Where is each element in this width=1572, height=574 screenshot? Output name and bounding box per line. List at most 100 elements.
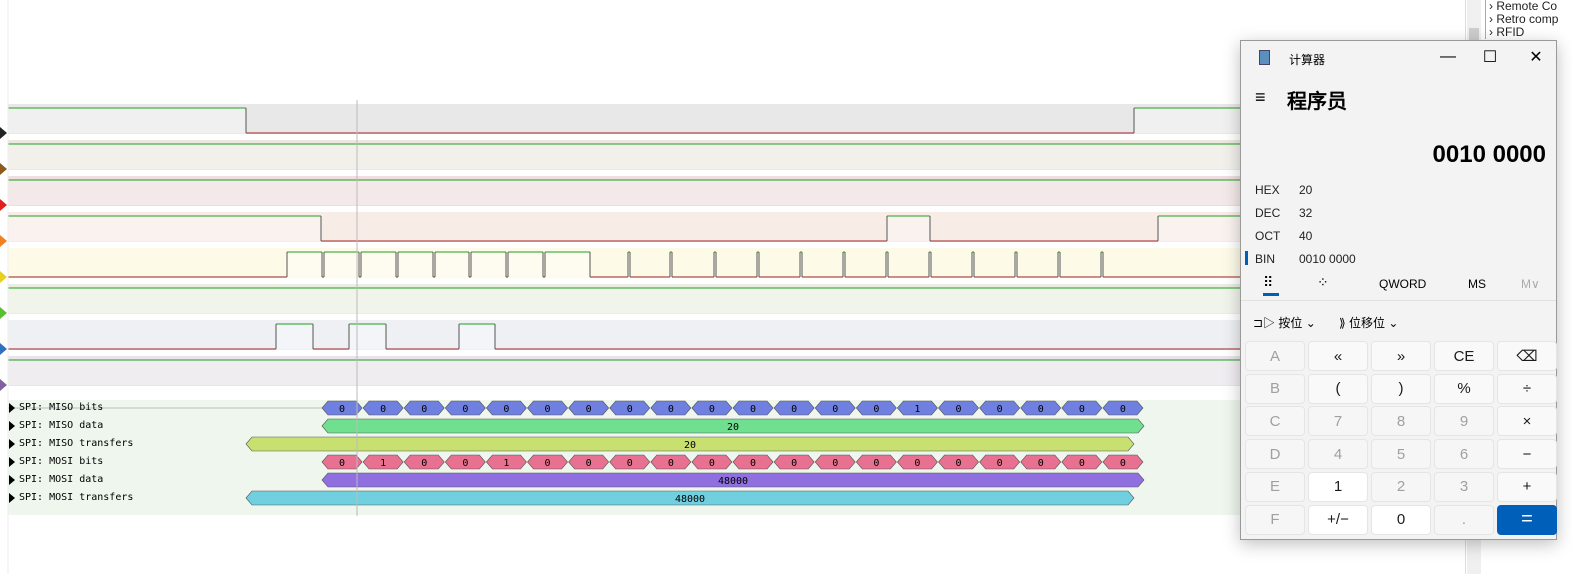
- key-button[interactable]: 0: [1371, 504, 1431, 535]
- protocol-row-label[interactable]: SPI: MISO transfers: [9, 435, 133, 453]
- expand-icon[interactable]: [9, 403, 15, 413]
- selected-radix-indicator: [1245, 251, 1248, 265]
- protocol-frame: [321, 400, 363, 416]
- memory-list-button[interactable]: M∨: [1521, 277, 1540, 291]
- protocol-frame: [403, 454, 445, 470]
- key-button[interactable]: ÷: [1497, 373, 1557, 404]
- close-button[interactable]: ✕: [1529, 49, 1543, 66]
- key-button[interactable]: 4: [1308, 439, 1368, 470]
- frame-value: 0: [750, 458, 756, 469]
- key-button[interactable]: ×: [1497, 406, 1557, 437]
- key-button[interactable]: %: [1434, 373, 1494, 404]
- bit-toggle-keypad-icon[interactable]: ⁘: [1317, 274, 1329, 290]
- key-button[interactable]: 1: [1308, 471, 1368, 502]
- tree-item[interactable]: › Remote Co: [1485, 0, 1557, 13]
- protocol-row-label[interactable]: SPI: MISO bits: [9, 399, 103, 417]
- frame-value: 20: [727, 422, 739, 433]
- radix-oct[interactable]: OCT: [1255, 229, 1281, 243]
- channel-band: [8, 284, 1240, 314]
- key-button[interactable]: E: [1245, 471, 1305, 502]
- key-button[interactable]: (: [1308, 373, 1368, 404]
- frame-value: 0: [791, 404, 797, 415]
- protocol-frame: [1102, 400, 1144, 416]
- protocol-row-label[interactable]: SPI: MOSI bits: [9, 453, 103, 471]
- expand-icon[interactable]: [9, 457, 15, 467]
- key-button[interactable]: 8: [1371, 406, 1431, 437]
- protocol-frame: [979, 454, 1021, 470]
- key-button[interactable]: 2: [1371, 471, 1431, 502]
- protocol-frame: [609, 400, 651, 416]
- expand-icon[interactable]: [9, 475, 15, 485]
- key-button[interactable]: ): [1371, 373, 1431, 404]
- menu-icon[interactable]: ≡: [1255, 87, 1266, 107]
- key-button[interactable]: +: [1497, 471, 1557, 502]
- key-button[interactable]: 3: [1434, 471, 1494, 502]
- full-keypad-icon[interactable]: ⠿: [1263, 274, 1274, 290]
- protocol-frame: [486, 400, 527, 416]
- protocol-name: SPI: MOSI bits: [19, 456, 104, 467]
- key-button[interactable]: B: [1245, 373, 1305, 404]
- key-button[interactable]: =: [1497, 504, 1557, 535]
- bitwise-dropdown[interactable]: ⊐▷ 按位 ⌄: [1253, 316, 1316, 330]
- protocol-frame: [938, 400, 979, 416]
- protocol-frame: [245, 490, 1135, 506]
- calculator-app-icon: [1259, 50, 1270, 65]
- key-button[interactable]: 9: [1434, 406, 1494, 437]
- protocol-frame: [650, 400, 692, 416]
- protocol-row-label[interactable]: SPI: MOSI data: [9, 471, 103, 489]
- minimize-button[interactable]: —: [1440, 48, 1456, 65]
- key-button[interactable]: »: [1371, 341, 1431, 371]
- word-size-button[interactable]: QWORD: [1379, 277, 1427, 291]
- frame-value: 0: [1120, 404, 1126, 415]
- tree-item[interactable]: › RFID: [1485, 26, 1524, 39]
- frame-value: 0: [462, 458, 468, 469]
- key-button[interactable]: D: [1245, 439, 1305, 470]
- key-button[interactable]: 6: [1434, 439, 1494, 470]
- key-button[interactable]: CE: [1434, 341, 1494, 371]
- protocol-frame: [527, 400, 568, 416]
- key-button[interactable]: A: [1245, 341, 1305, 371]
- key-button[interactable]: +/−: [1308, 504, 1368, 535]
- frame-value: 0: [832, 404, 838, 415]
- radix-hex[interactable]: HEX: [1255, 183, 1280, 197]
- protocol-frame: [650, 454, 692, 470]
- key-button[interactable]: −: [1497, 439, 1557, 470]
- protocol-frame: [527, 454, 568, 470]
- expand-icon[interactable]: [9, 439, 15, 449]
- maximize-button[interactable]: ☐: [1482, 49, 1498, 66]
- key-button[interactable]: 7: [1308, 406, 1368, 437]
- protocol-row-label[interactable]: SPI: MISO data: [9, 417, 103, 435]
- frame-value: 0: [339, 404, 345, 415]
- frame-value: 0: [339, 458, 345, 469]
- frame-value: 0: [997, 458, 1003, 469]
- key-button[interactable]: ⌫: [1497, 341, 1557, 371]
- protocol-frame: [1020, 454, 1062, 470]
- frame-value: 0: [421, 404, 427, 415]
- expand-icon[interactable]: [9, 493, 15, 503]
- key-button[interactable]: «: [1308, 341, 1368, 371]
- protocol-frame: [732, 400, 774, 416]
- active-indicator: [1263, 293, 1279, 296]
- key-button[interactable]: F: [1245, 504, 1305, 535]
- protocol-frame: [691, 454, 733, 470]
- key-button[interactable]: 5: [1371, 439, 1431, 470]
- frame-value: 0: [709, 458, 715, 469]
- radix-bin[interactable]: BIN: [1255, 252, 1276, 266]
- radix-dec[interactable]: DEC: [1255, 206, 1281, 220]
- key-button[interactable]: .: [1434, 504, 1494, 535]
- protocol-row-label[interactable]: SPI: MOSI transfers: [9, 489, 133, 507]
- channel-band: [8, 356, 1240, 386]
- tree-item-label: RFID: [1496, 25, 1525, 39]
- result-display: 0010 0000: [1432, 141, 1546, 168]
- frame-value: 0: [873, 404, 879, 415]
- protocol-frame: [979, 400, 1021, 416]
- radix-value: 0010 0000: [1299, 252, 1356, 266]
- bitshift-dropdown[interactable]: ⟫ 位移位 ⌄: [1339, 316, 1399, 330]
- frame-value: 0: [586, 458, 592, 469]
- expand-icon[interactable]: [9, 421, 15, 431]
- memory-store-button[interactable]: MS: [1468, 277, 1486, 291]
- tree-item[interactable]: › Retro comp: [1485, 13, 1558, 26]
- key-button[interactable]: C: [1245, 406, 1305, 437]
- protocol-frame: [245, 436, 1135, 452]
